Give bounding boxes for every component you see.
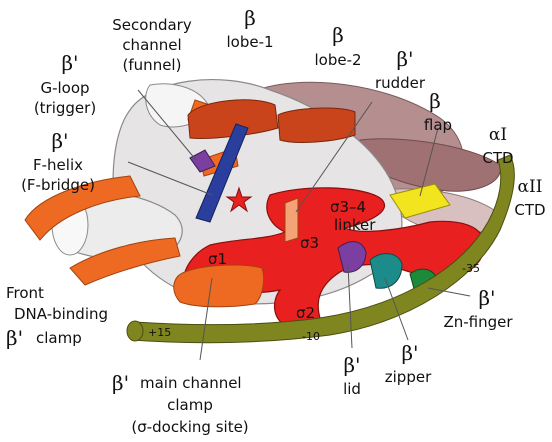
flap-label: flap [424, 116, 452, 134]
main-channel-line3: (σ-docking site) [131, 418, 248, 436]
front-clamp-line2: DNA-binding [14, 305, 108, 323]
position-minus10: -10 [302, 330, 320, 343]
beta-prime-fhelix-symbol: β' [51, 129, 68, 153]
main-channel-line2: clamp [167, 396, 213, 414]
zipper-domain [370, 254, 402, 289]
position-minus35: -35 [462, 262, 480, 275]
main-channel-clamp [174, 265, 264, 307]
lobe1-label: lobe-1 [226, 33, 273, 51]
secondary-channel-line3: (funnel) [123, 56, 182, 74]
linker-label: linker [334, 216, 376, 234]
zipper-label: zipper [385, 368, 432, 386]
rudder-label: rudder [375, 74, 426, 92]
label-secondary-channel: Secondary channel (funnel) [112, 16, 192, 74]
zn-finger-beta-prime: β' [478, 286, 495, 310]
f-helix-label-line2: (F-bridge) [21, 176, 95, 194]
sigma34-label: σ3–4 [330, 198, 366, 216]
alpha-one-symbol: αI [489, 125, 507, 145]
position-plus15: +15 [148, 326, 171, 339]
front-clamp-beta-prime: β' [6, 326, 23, 350]
main-channel-beta-prime: β' [112, 371, 129, 395]
g-loop-label-line1: G-loop [40, 79, 89, 97]
front-clamp-line1: Front [6, 284, 44, 302]
zipper-beta-prime: β' [401, 341, 418, 365]
sigma3-label: σ3 [300, 234, 319, 252]
front-clamp-line3: clamp [36, 329, 82, 347]
f-helix-label-line1: F-helix [33, 156, 83, 174]
alpha-one-ctd: CTD [482, 149, 513, 167]
alpha-two-symbol: αII [518, 177, 543, 197]
sigma2-label: σ2 [296, 304, 315, 322]
beta-flap-symbol: β [429, 89, 441, 113]
beta-lobe2-symbol: β [332, 23, 344, 47]
beta-prime-rudder-symbol: β' [396, 47, 413, 71]
main-channel-line1: main channel [140, 374, 242, 392]
beta-prime-gloop-symbol: β' [61, 51, 78, 75]
lid-beta-prime: β' [343, 353, 360, 377]
beta-lobe-2 [278, 108, 355, 142]
lid-label: lid [343, 380, 361, 398]
sigma1-label: σ1 [208, 250, 227, 268]
beta-lobe1-symbol: β [244, 6, 256, 30]
g-loop-label-line2: (trigger) [34, 99, 96, 117]
alpha-two-ctd: CTD [514, 201, 545, 219]
lobe2-label: lobe-2 [314, 51, 361, 69]
zn-finger-label: Zn-finger [443, 313, 513, 331]
secondary-channel-line1: Secondary [112, 16, 192, 34]
secondary-channel-line2: channel [122, 36, 181, 54]
dna-end [127, 321, 143, 341]
sigma3-block [285, 198, 298, 242]
